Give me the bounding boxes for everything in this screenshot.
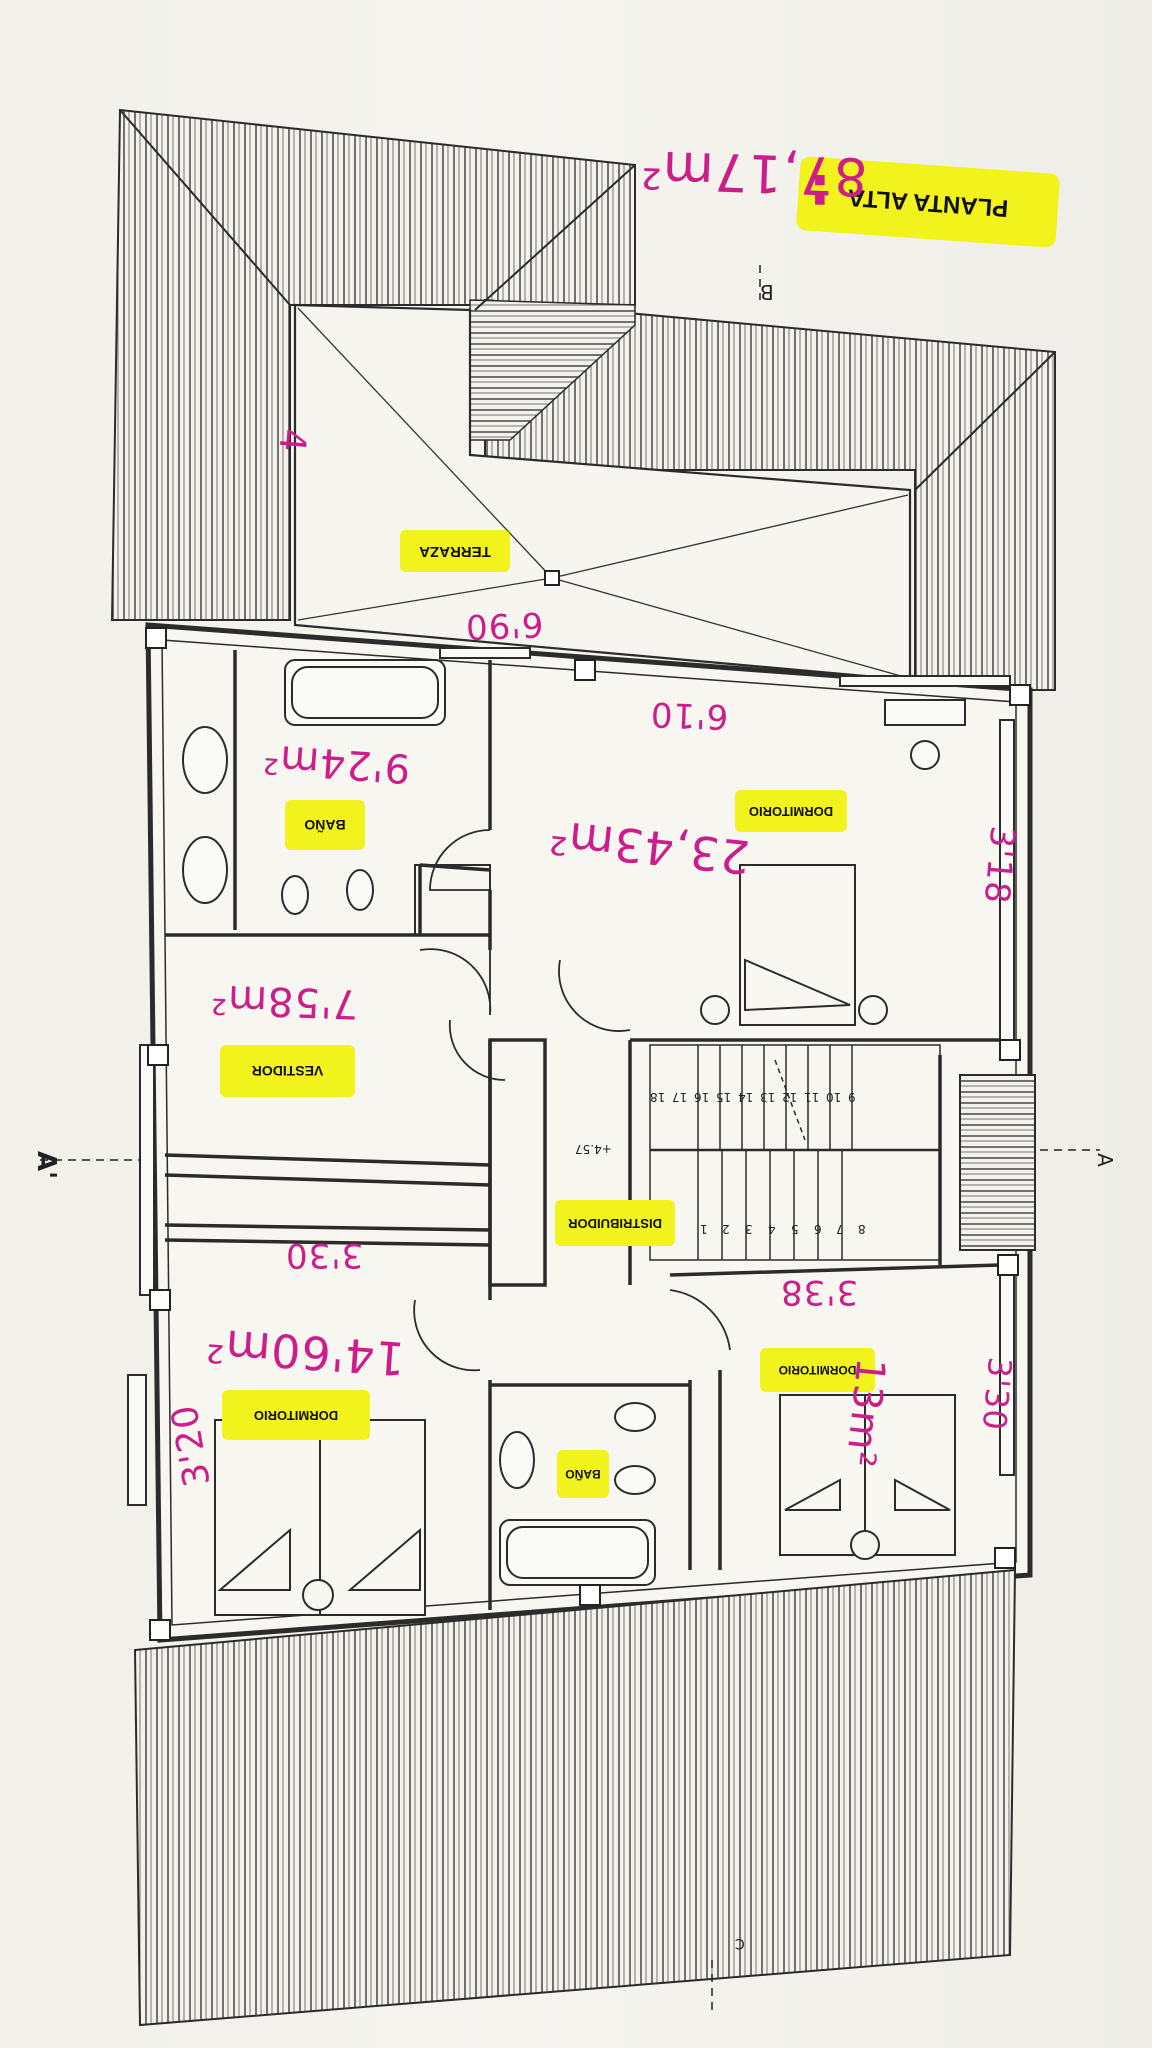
step-10: 10 [826,1090,842,1104]
step-15: 15 [716,1090,732,1104]
staircase [649,1044,941,1261]
section-mark-b: B [760,280,774,304]
dimension-dormitorio-depth: 3'18 [975,824,1023,906]
door-swings [413,829,731,1372]
dimension-terraza-depth: 4 [270,426,314,455]
step-16: 16 [694,1090,710,1104]
step-2: 2 [722,1222,730,1236]
dimension-terraza-width: 6'90 [464,603,544,647]
step-4: 4 [768,1222,776,1236]
room-label-vestidor: VESTIDOR [220,1045,355,1097]
terrace-area [293,303,912,682]
distribuidor-level: +4.57 [575,1142,612,1156]
step-14: 14 [738,1090,754,1104]
bath-fixtures [182,659,656,1586]
step-3: 3 [745,1222,753,1236]
section-lines [40,265,1100,2010]
roof-top [110,108,1056,691]
room-label-dormitorio-principal: DORMITORIO [735,790,847,832]
stair-steps-lower: 1 2 3 4 5 6 7 8 [700,1222,866,1240]
windows [127,647,1015,1506]
roof-bottom [133,1568,1017,2027]
exterior-steps [959,1074,1036,1251]
step-12: 12 [782,1090,798,1104]
step-17: 17 [672,1090,688,1104]
section-mark-c: C [735,1935,745,1951]
dimension-vestidor-width: 3'30 [285,1235,364,1275]
stair-steps-upper: 18 17 16 15 14 13 12 11 10 9 [650,1090,870,1108]
dimension-dormitorio-3-depth: 3'30 [974,1355,1020,1433]
step-6: 6 [814,1222,822,1236]
step-8: 8 [858,1222,866,1236]
step-7: 7 [836,1222,844,1236]
step-1: 1 [700,1222,708,1236]
columns [145,627,1031,1641]
step-5: 5 [791,1222,799,1236]
step-9: 9 [848,1090,856,1104]
section-mark-a: A [1092,1153,1117,1167]
room-label-dormitorio-2: DORMITORIO [222,1390,370,1440]
room-label-distribuidor: DISTRIBUIDOR [555,1200,675,1246]
dimension-dormitorio-3-width: 3'38 [780,1272,859,1312]
step-11: 11 [804,1090,820,1104]
area-vestidor: 7'58m² [209,975,360,1027]
plan-title-label: PLANTA ALTA [846,183,1010,222]
step-13: 13 [760,1090,776,1104]
section-mark-a-prime: A' [31,1150,62,1180]
room-label-terraza: TERRAZA [400,530,510,572]
room-label-bano-2: BAÑO [557,1450,609,1498]
plan-title-area: 87,17m² [639,138,869,206]
room-label-bano-principal: BAÑO [285,800,365,850]
dimension-dormitorio-width: 6'10 [649,693,729,737]
beds [214,864,956,1616]
step-18: 18 [650,1090,666,1104]
